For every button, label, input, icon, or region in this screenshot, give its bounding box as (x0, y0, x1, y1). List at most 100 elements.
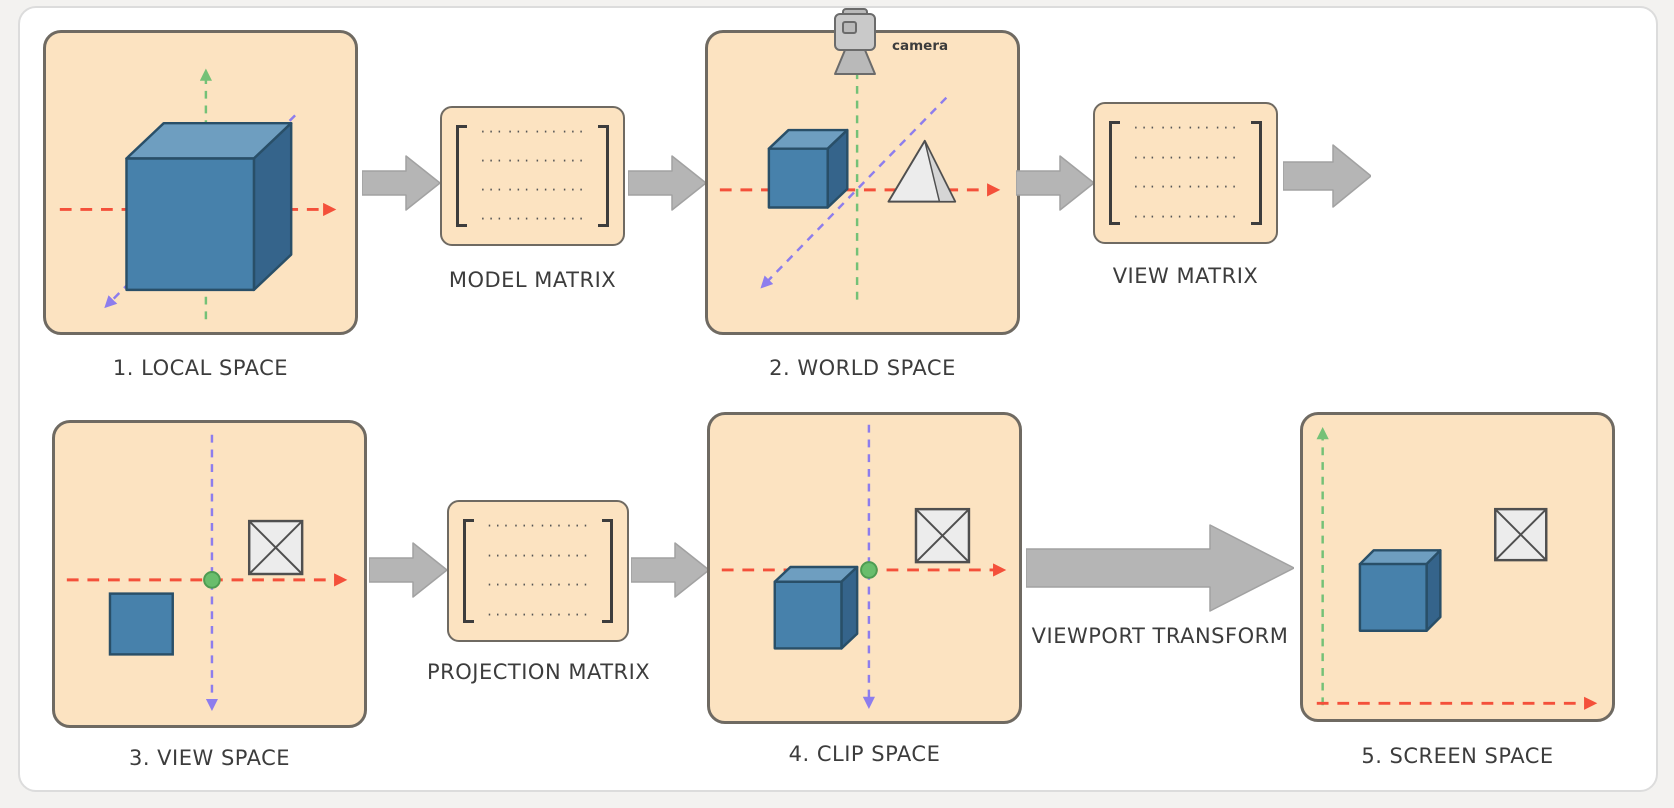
projection-matrix-entries: ········································… (483, 519, 593, 623)
flow-arrow-6 (631, 539, 709, 601)
matrix-cell: ··· (561, 212, 586, 226)
matrix-cell: ··· (506, 125, 532, 139)
matrix-cell: ··· (1214, 121, 1239, 135)
pyramid-shaded-face (924, 140, 956, 203)
pyramid-icon (887, 139, 957, 203)
matrix-cell: ··· (533, 154, 559, 168)
camera-icon (823, 8, 887, 94)
matrix-cell: ··· (485, 578, 511, 593)
matrix-cell: ··· (561, 183, 586, 197)
flow-arrow-1 (362, 152, 440, 214)
matrix-cell: ··· (485, 519, 511, 533)
matrix-cell: ··· (565, 548, 591, 563)
projection-matrix-box: ········································… (447, 500, 629, 642)
cube-right-face (1425, 549, 1442, 632)
camera-label: camera (892, 38, 949, 54)
camera-lens (834, 49, 876, 75)
label-clip-space: 4. CLIP SPACE (788, 742, 941, 766)
cube-front-face (767, 147, 829, 209)
matrix-cell: ··· (1159, 121, 1185, 135)
screen-space-drawing (1316, 427, 1598, 710)
matrix-cell: ··· (533, 212, 559, 226)
matrix-cell: ··· (506, 154, 532, 168)
matrix-cell: ··· (1186, 209, 1212, 224)
matrix-cell: ··· (485, 548, 511, 563)
model-matrix-entries: ········································… (476, 125, 589, 227)
model-matrix-box: ········································… (440, 106, 625, 246)
matrix-cell: ··· (1132, 121, 1157, 135)
panel-screen-space (1300, 412, 1615, 722)
matrix-cell: ··· (1159, 180, 1185, 195)
matrix-cell: ··· (565, 519, 591, 533)
cube-3d-icon (125, 121, 293, 292)
matrix-cell: ··· (533, 125, 559, 139)
matrix-cell: ··· (538, 578, 564, 593)
flow-arrow-5 (369, 539, 447, 601)
matrix-cell: ··· (1186, 150, 1212, 165)
right-arrow-icon (1283, 144, 1371, 208)
matrix-cell: ··· (479, 125, 504, 139)
matrix-cell: ··· (1159, 150, 1185, 165)
matrix-bracket-left (463, 519, 474, 623)
right-arrow-icon (369, 542, 447, 598)
label-local-space: 1. LOCAL SPACE (112, 356, 289, 380)
flow-arrow-4 (1283, 140, 1371, 212)
matrix-cell: ··· (1132, 180, 1157, 195)
matrix-cell: ··· (479, 212, 504, 226)
matrix-bracket-left (456, 125, 467, 227)
view-space-drawing (66, 434, 348, 712)
label-view-matrix: VIEW MATRIX (1112, 264, 1259, 288)
label-projection-matrix: PROJECTION MATRIX (427, 660, 651, 684)
origin-dot (860, 561, 878, 579)
matrix-bracket-left (1109, 121, 1120, 225)
matrix-cell: ··· (479, 183, 504, 197)
matrix-cell: ··· (538, 519, 564, 533)
matrix-cell: ··· (512, 548, 538, 563)
right-arrow-icon (362, 155, 440, 211)
matrix-cell: ··· (533, 183, 559, 197)
cube-3d-icon (1358, 549, 1442, 632)
cube-front-face (1358, 562, 1428, 632)
crossed-square-icon (1494, 507, 1548, 562)
matrix-cell: ··· (561, 125, 586, 139)
cube-3d-icon (773, 565, 859, 650)
cube-flat-icon (108, 592, 174, 656)
matrix-cell: ··· (512, 607, 538, 622)
matrix-cell: ··· (479, 154, 504, 168)
label-model-matrix: MODEL MATRIX (448, 268, 617, 292)
matrix-cell: ··· (561, 154, 586, 168)
world-space-drawing (719, 40, 1001, 300)
label-viewport-transform: VIEWPORT TRANSFORM (1031, 624, 1289, 648)
matrix-cell: ··· (512, 578, 538, 593)
matrix-cell: ··· (485, 607, 511, 622)
viewport-transform-arrow (1026, 520, 1294, 616)
label-screen-space: 5. SCREEN SPACE (1361, 744, 1554, 768)
matrix-cell: ··· (1214, 209, 1239, 224)
crossed-square-icon (247, 519, 304, 576)
crossed-square-icon (914, 507, 971, 564)
label-view-space: 3. VIEW SPACE (128, 746, 291, 770)
panel-world-space (705, 30, 1020, 335)
matrix-cell: ··· (506, 212, 532, 226)
matrix-cell: ··· (512, 519, 538, 533)
right-arrow-icon (1016, 155, 1094, 211)
origin-dot (203, 571, 221, 589)
matrix-cell: ··· (1186, 180, 1212, 195)
panel-view-space (52, 420, 367, 728)
flow-arrow-3 (1016, 152, 1094, 214)
right-arrow-icon (628, 155, 706, 211)
flow-arrow-2 (628, 152, 706, 214)
matrix-cell: ··· (1159, 209, 1185, 224)
matrix-cell: ··· (1132, 209, 1157, 224)
camera-viewfinder (842, 21, 857, 34)
view-matrix-box: ········································… (1093, 102, 1278, 244)
panel-local-space (43, 30, 358, 335)
clip-space-drawing (721, 424, 1007, 709)
local-space-drawing (59, 68, 337, 320)
matrix-cell: ··· (1214, 150, 1239, 165)
matrix-cell: ··· (506, 183, 532, 197)
matrix-cell: ··· (565, 578, 591, 593)
camera-drawing (834, 8, 876, 75)
cube-right-face (840, 565, 859, 650)
view-matrix-entries: ········································… (1129, 121, 1242, 225)
